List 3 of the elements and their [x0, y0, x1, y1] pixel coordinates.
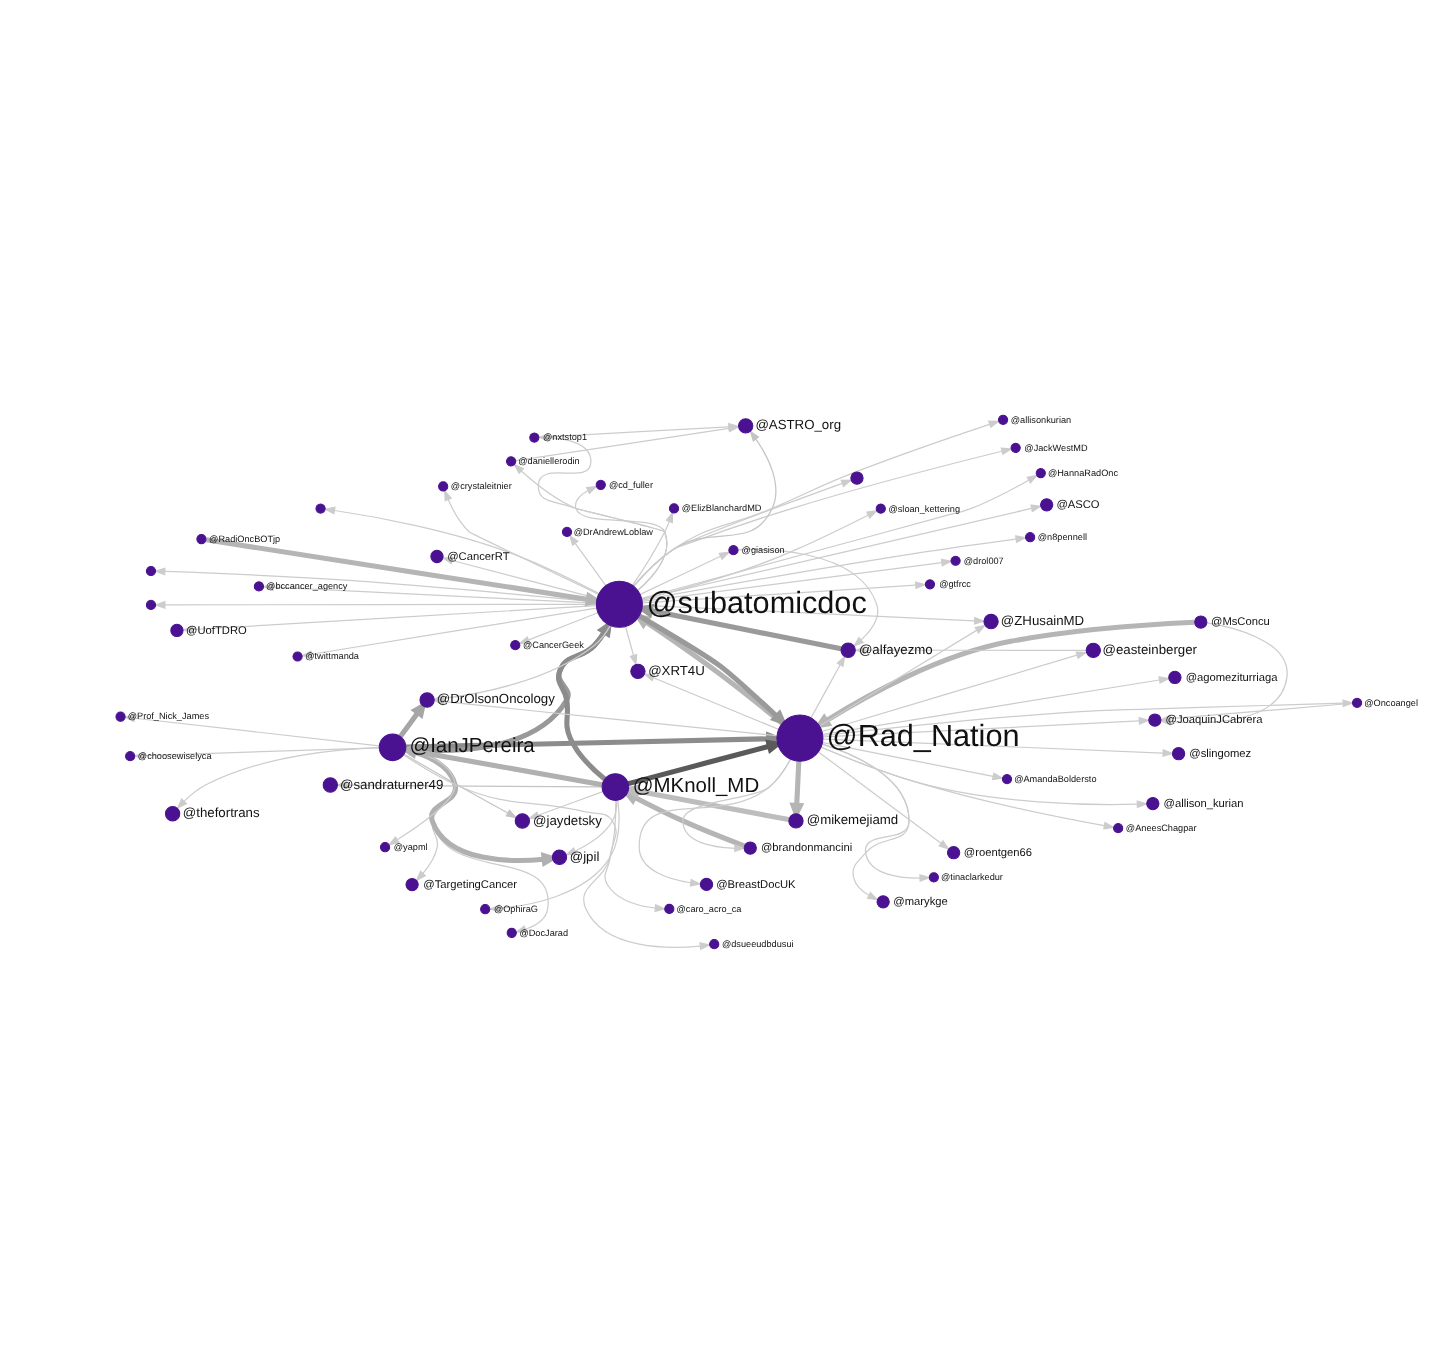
node-label: @MKnoll_MD: [632, 776, 760, 799]
node-label: @Rad_Nation: [826, 720, 1020, 755]
node-label: @subatomicdoc: [646, 586, 867, 621]
